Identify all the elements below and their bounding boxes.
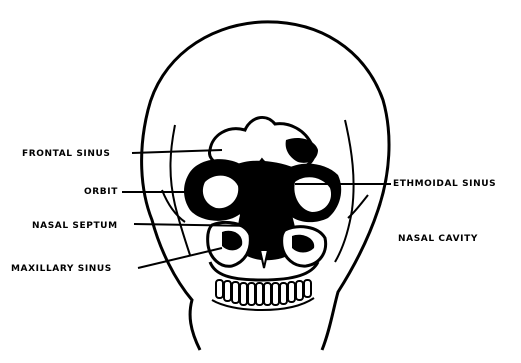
label-frontal-sinus: FRONTAL SINUS xyxy=(22,149,111,159)
right-temporal-line xyxy=(348,195,368,218)
nasal-spine xyxy=(260,250,268,268)
label-nasal-cavity: NASAL CAVITY xyxy=(398,234,478,244)
label-orbit: ORBIT xyxy=(84,187,118,197)
teeth-row xyxy=(216,280,311,305)
leader-maxillary-sinus xyxy=(138,248,222,268)
label-nasal-septum: NASAL SEPTUM xyxy=(32,221,118,231)
label-ethmoidal-sinus: ETHMOIDAL SINUS xyxy=(393,179,496,189)
label-maxillary-sinus: MAXILLARY SINUS xyxy=(11,264,112,274)
